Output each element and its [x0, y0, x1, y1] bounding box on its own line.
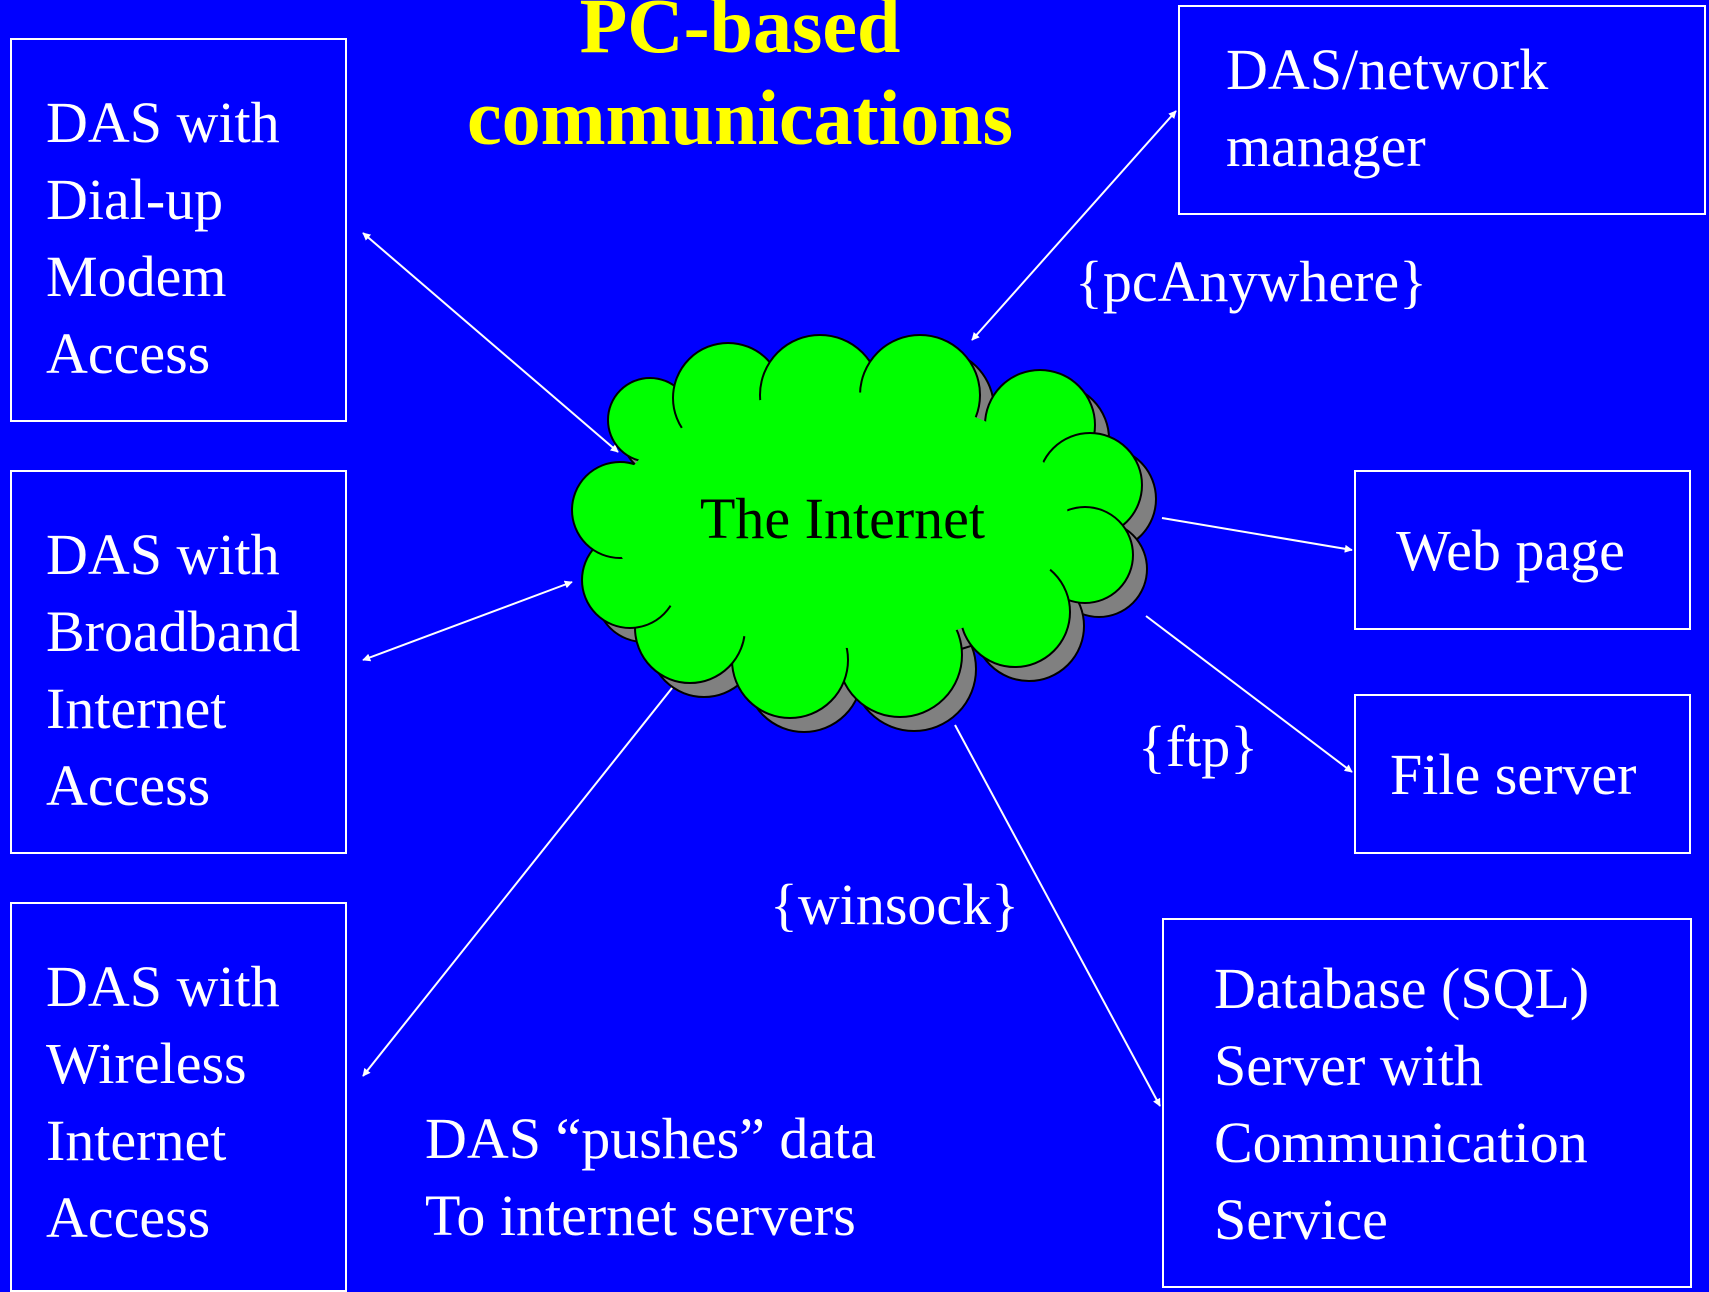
- node-network-manager: DAS/network manager: [1178, 5, 1706, 215]
- node-wireless: DAS with Wireless Internet Access: [10, 902, 347, 1292]
- node-wireless-label: DAS with Wireless Internet Access: [46, 954, 280, 1250]
- protocol-ftp: {ftp}: [1138, 714, 1259, 779]
- arrow-dialup-internet: [362, 232, 619, 453]
- arrow-internet-fileserver: [1145, 615, 1353, 773]
- protocol-pcanywhere: {pcAnywhere}: [1075, 249, 1427, 314]
- arrow-wireless-internet: [362, 677, 681, 1077]
- node-network-manager-label: DAS/network manager: [1226, 37, 1549, 179]
- arrow-internet-webpage: [1161, 517, 1353, 553]
- arrow-internet-database: [954, 724, 1161, 1107]
- node-dialup: DAS with Dial-up Modem Access: [10, 38, 347, 422]
- diagram-title: PC-based communications: [467, 0, 1013, 161]
- internet-cloud-icon: [571, 334, 1157, 733]
- node-web-page: Web page: [1354, 470, 1691, 630]
- node-dialup-label: DAS with Dial-up Modem Access: [46, 90, 280, 386]
- node-database-label: Database (SQL) Server with Communication…: [1214, 956, 1590, 1252]
- protocol-winsock: {winsock}: [770, 872, 1019, 937]
- push-note: DAS “pushes” data To internet servers: [425, 1106, 877, 1248]
- node-file-server-label: File server: [1390, 742, 1637, 807]
- node-file-server: File server: [1354, 694, 1691, 854]
- node-broadband: DAS with Broadband Internet Access: [10, 470, 347, 854]
- arrow-broadband-internet: [362, 580, 573, 662]
- internet-label: The Internet: [700, 486, 986, 551]
- arrow-manager-internet: [971, 110, 1177, 341]
- node-broadband-label: DAS with Broadband Internet Access: [46, 522, 301, 818]
- node-database: Database (SQL) Server with Communication…: [1162, 918, 1692, 1288]
- node-web-page-label: Web page: [1396, 518, 1625, 583]
